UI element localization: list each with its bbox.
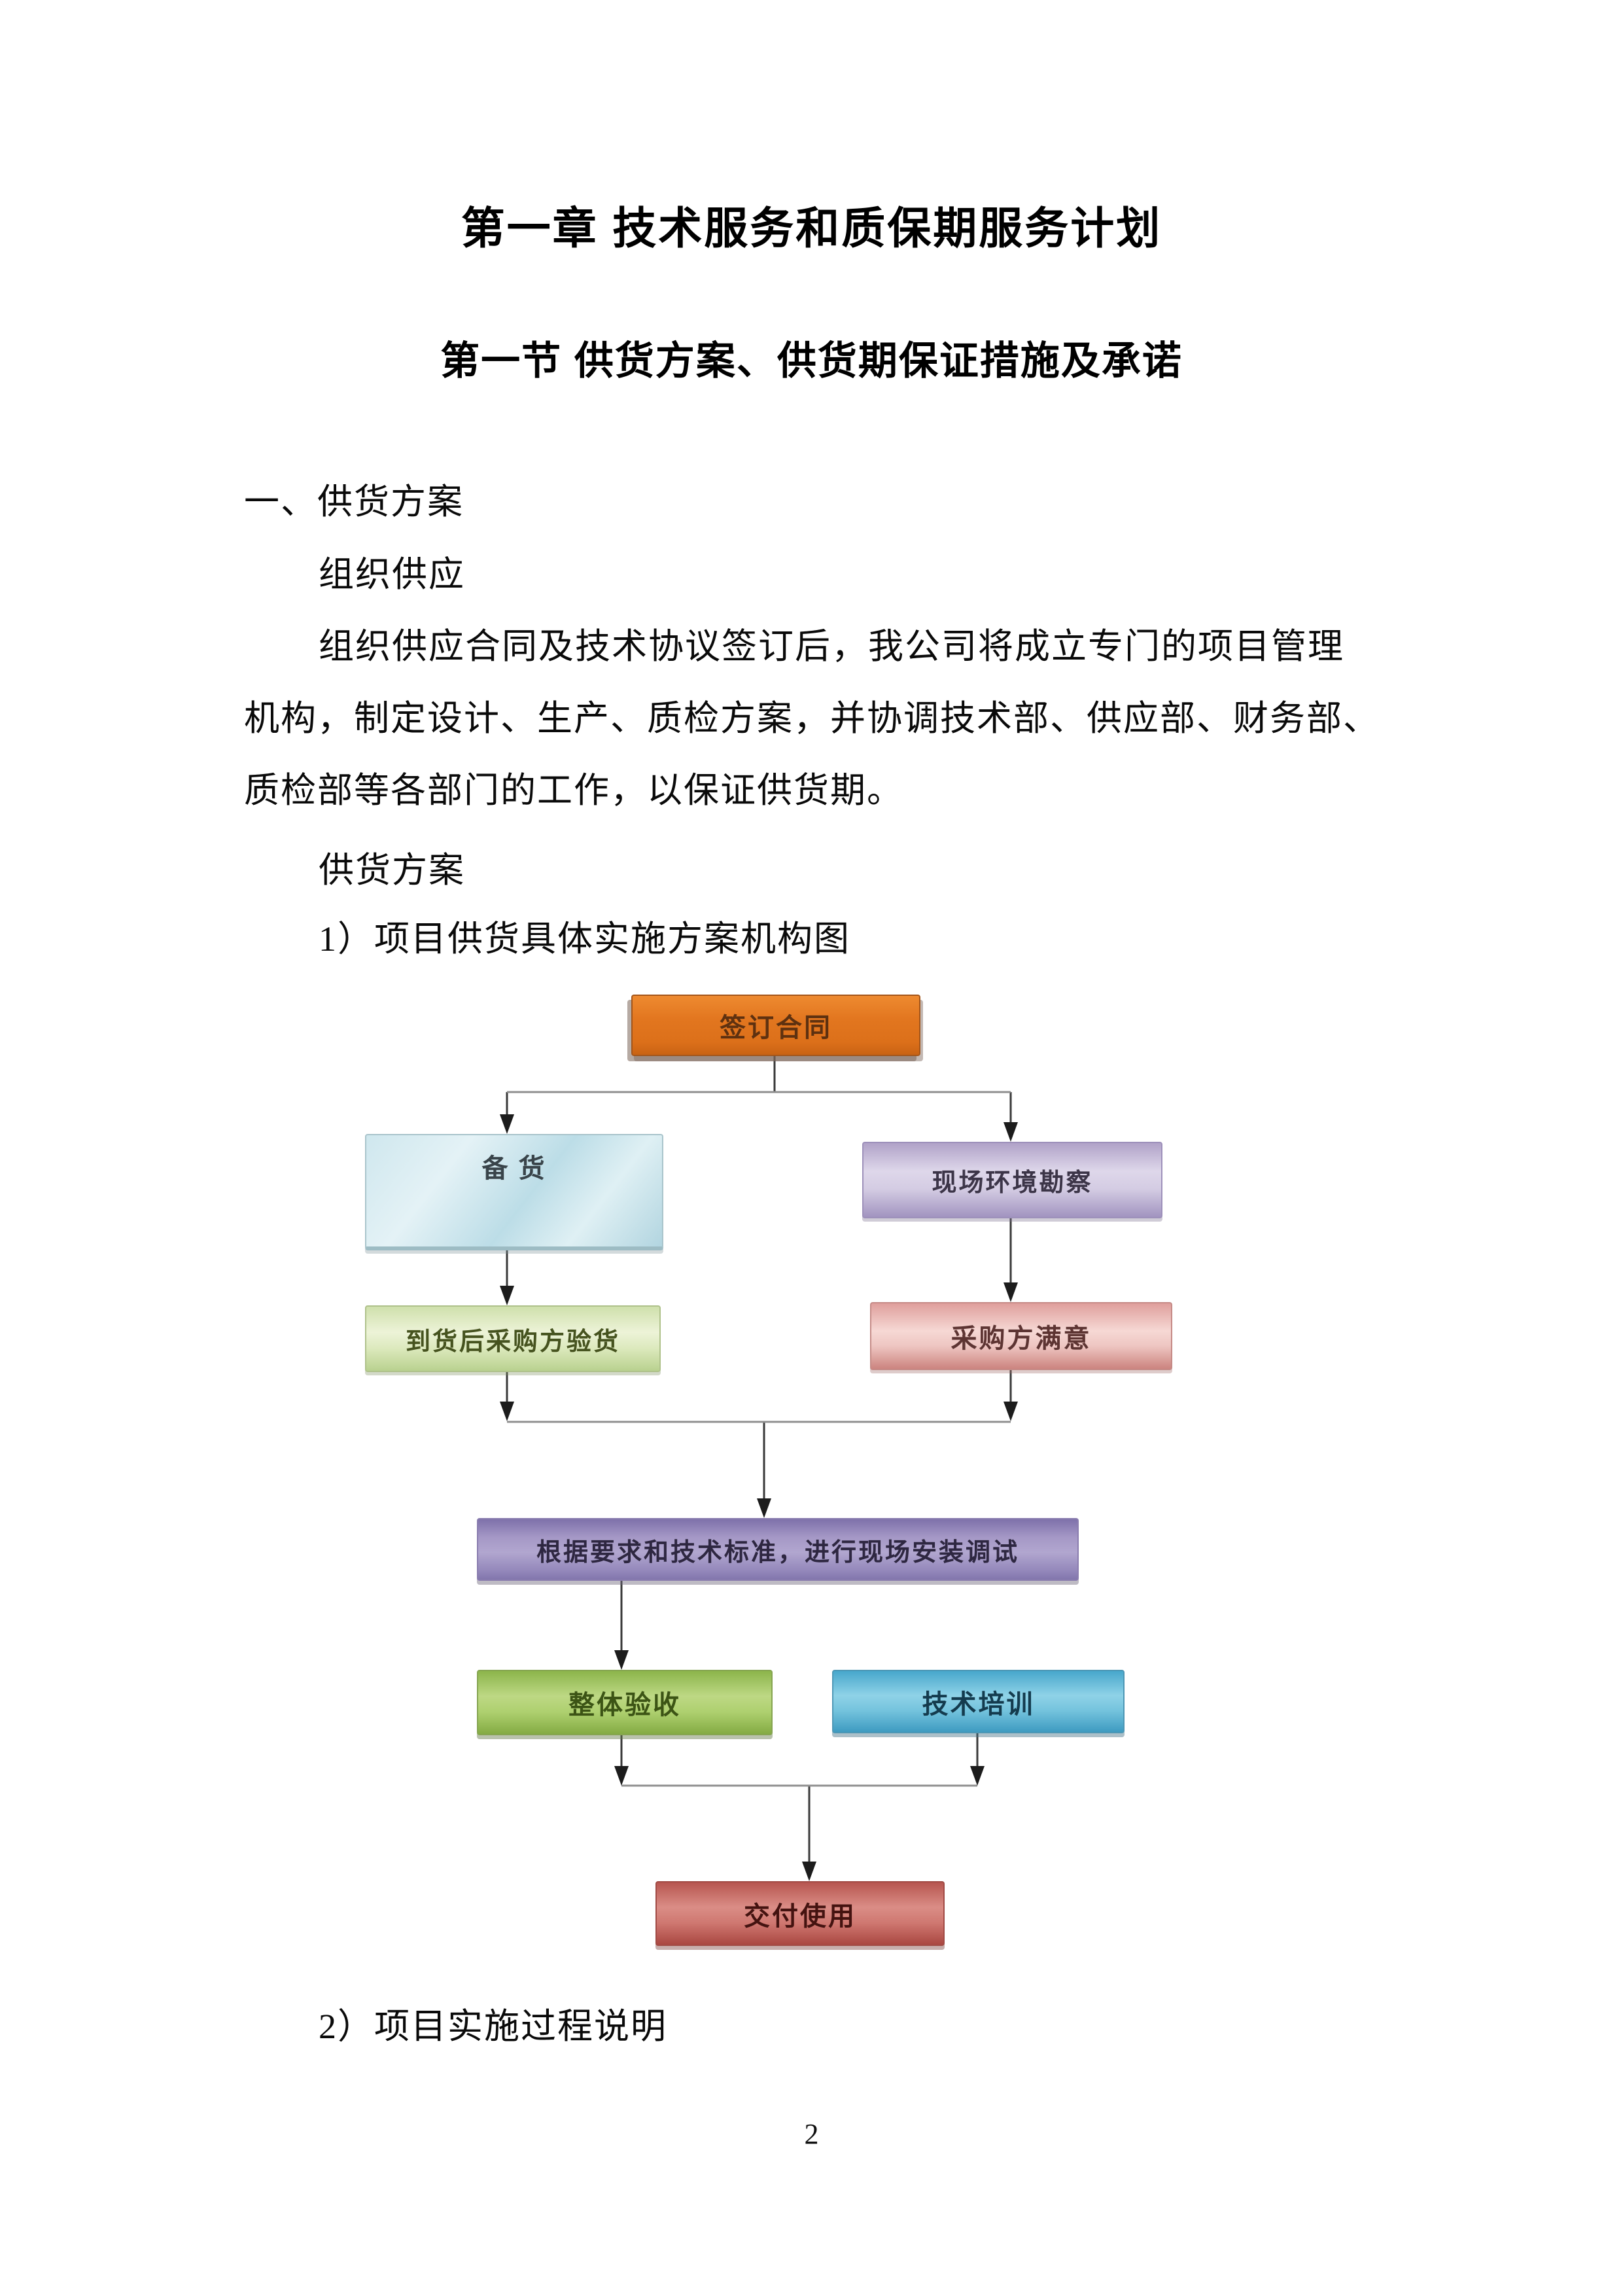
flow-node-label: 根据要求和技术标准，进行现场安装调试 — [536, 1538, 1019, 1566]
flow-node-delivery: 交付使用 — [655, 1881, 945, 1946]
flow-node-label: 交付使用 — [744, 1901, 856, 1931]
body-subheading-1: 组织供应 — [319, 555, 465, 594]
flow-node-sign-contract: 签订合同 — [631, 995, 920, 1056]
body-heading-1: 一、供货方案 — [244, 482, 464, 521]
flow-node-technical-training: 技术培训 — [832, 1670, 1125, 1733]
flow-node-label: 备 货 — [481, 1154, 547, 1183]
flow-node-install-debug: 根据要求和技术标准，进行现场安装调试 — [477, 1518, 1079, 1581]
flow-node-label: 整体验收 — [568, 1690, 681, 1720]
body-list-item-1: 1）项目供货具体实施方案机构图 — [319, 919, 850, 959]
page-number: 2 — [804, 2118, 819, 2150]
flow-node-stock-preparation: 备 货 — [365, 1134, 663, 1250]
flow-node-label: 采购方满意 — [951, 1324, 1092, 1353]
flow-node-label: 现场环境勘察 — [932, 1169, 1093, 1197]
flow-node-label: 到货后采购方验货 — [405, 1328, 620, 1356]
flow-node-overall-acceptance: 整体验收 — [477, 1670, 773, 1735]
flow-node-purchaser-satisfied: 采购方满意 — [870, 1302, 1172, 1370]
flow-node-label: 技术培训 — [922, 1689, 1035, 1719]
body-subheading-2: 供货方案 — [319, 851, 465, 890]
chapter-title: 第一章 技术服务和质保期服务计划 — [461, 204, 1162, 253]
flow-node-goods-inspection: 到货后采购方验货 — [365, 1305, 661, 1372]
body-paragraph-line-1: 组织供应合同及技术协议签订后，我公司将成立专门的项目管理 — [319, 627, 1344, 666]
body-paragraph-line-3: 质检部等各部门的工作，以保证供货期。 — [244, 771, 903, 810]
flow-node-site-survey: 现场环境勘察 — [862, 1142, 1162, 1218]
body-paragraph-line-2: 机构，制定设计、生产、质检方案，并协调技术部、供应部、财务部、 — [244, 699, 1380, 738]
section-title: 第一节 供货方案、供货期保证措施及承诺 — [440, 339, 1183, 383]
flow-node-label: 签订合同 — [720, 1013, 832, 1042]
body-list-item-2: 2）项目实施过程说明 — [319, 2007, 667, 2046]
